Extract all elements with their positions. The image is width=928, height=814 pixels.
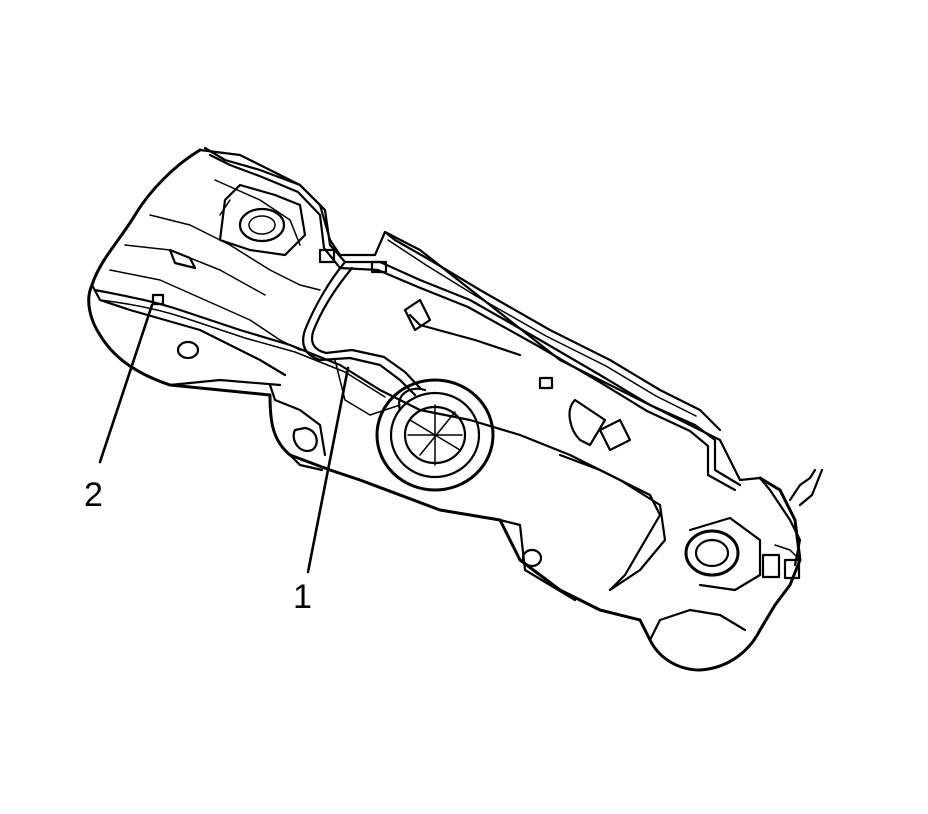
callout-2: 2	[84, 303, 154, 514]
left-sender-cap	[218, 183, 307, 257]
callout-label-1: 1	[293, 578, 312, 616]
fuel-tank-outline	[87, 148, 802, 672]
leader-line-2	[98, 303, 154, 464]
fuel-pump-module	[375, 378, 495, 492]
callout-1: 1	[293, 366, 350, 616]
tank-straps	[168, 248, 662, 592]
callout-label-2: 2	[84, 476, 103, 514]
fuel-lines	[93, 146, 742, 592]
wiring-harness	[758, 468, 824, 580]
leader-line-1	[306, 366, 350, 574]
right-sender-cap	[684, 516, 762, 592]
